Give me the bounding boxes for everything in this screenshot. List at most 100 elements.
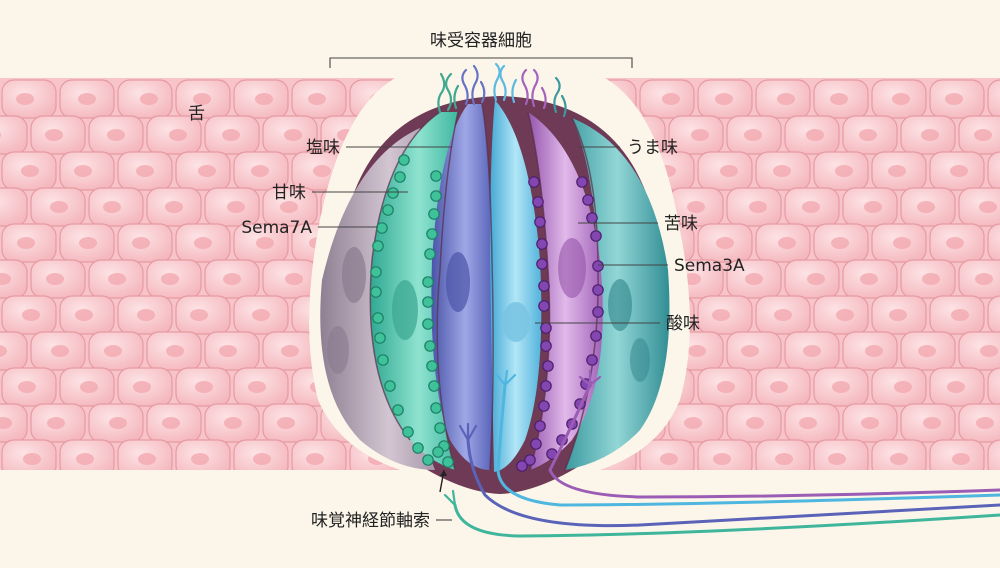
axon-arrowhead: [440, 470, 447, 476]
epithelial-cell-nucleus: [831, 237, 849, 249]
epithelial-cell-nucleus: [945, 93, 963, 105]
epithelial-cell-nucleus: [832, 381, 850, 393]
epithelial-cell-nucleus: [0, 417, 12, 429]
epithelial-cell-nucleus: [252, 309, 270, 321]
epithelial-cell-nucleus: [310, 381, 328, 393]
cell-nucleus: [446, 252, 470, 312]
epithelial-cell-nucleus: [78, 93, 96, 105]
epithelial-cell-nucleus: [285, 273, 303, 285]
epithelial-cell-nucleus: [108, 273, 126, 285]
sema7a-dot: [376, 222, 388, 234]
epithelial-cell-nucleus: [775, 453, 793, 465]
epithelial-cell-nucleus: [923, 417, 941, 429]
epithelial-cell-nucleus: [828, 453, 846, 465]
sema3a-dot: [528, 176, 540, 188]
sema7a-dot: [377, 354, 389, 366]
sema3a-dot: [540, 380, 552, 392]
sema3a-dot: [532, 196, 544, 208]
axon-purple: [548, 383, 1000, 499]
epithelial-cell-nucleus: [715, 93, 733, 105]
epithelial-cell-nucleus: [23, 453, 41, 465]
epithelial-cell-nucleus: [975, 273, 993, 285]
sema7a-dot: [370, 286, 382, 298]
epithelial-cell-nucleus: [746, 417, 764, 429]
epithelial-cell-nucleus: [865, 345, 883, 357]
sema7a-dot: [442, 456, 454, 468]
epithelial-cell-nucleus: [227, 201, 245, 213]
umami-label: うま味: [627, 138, 678, 158]
epithelial-cell: [600, 79, 637, 119]
epithelial-cell-nucleus: [103, 201, 121, 213]
epithelial-cell-nucleus: [688, 345, 706, 357]
sema3a-dot: [540, 322, 552, 334]
sema3a-dots: [516, 176, 604, 472]
sema3a-label: Sema3A: [674, 256, 745, 276]
sema3a-dot: [516, 460, 528, 472]
sema7a-dot: [424, 340, 436, 352]
sema3a-dot: [586, 354, 598, 366]
epithelial-cell: [0, 115, 28, 155]
epithelial-cell-nucleus: [255, 93, 273, 105]
sema3a-dot: [590, 330, 602, 342]
epithelial-cell-nucleus: [741, 345, 759, 357]
epithelial-cell-nucleus: [950, 165, 968, 177]
epithelial-cell: [987, 295, 1000, 335]
epithelial-cell-nucleus: [806, 129, 824, 141]
epithelial-cell-nucleus: [836, 309, 854, 321]
microvilli: [437, 62, 567, 118]
sema7a-dot: [422, 318, 434, 330]
epithelial-cell-nucleus: [687, 201, 705, 213]
sour-cell: [490, 100, 542, 472]
epithelial-cell-nucleus: [22, 309, 40, 321]
epithelial-cell-nucleus: [138, 453, 156, 465]
epithelial-cell-nucleus: [107, 129, 125, 141]
epithelial-cell: [0, 403, 28, 443]
epithelial-cell: [0, 259, 28, 299]
sema7a-dot: [384, 380, 396, 392]
epithelial-cell: [0, 187, 28, 227]
sema7a-dot: [382, 204, 394, 216]
tongue-label: 舌: [188, 104, 205, 124]
epithelial-cell-nucleus: [194, 237, 212, 249]
epithelial-cell-nucleus: [18, 381, 36, 393]
axon-blue: [466, 438, 1000, 528]
epithelial-cell-nucleus: [198, 165, 216, 177]
epithelial-cell-nucleus: [169, 129, 187, 141]
epithelial-cell-nucleus: [79, 237, 97, 249]
sour-label: 酸味: [666, 314, 700, 334]
epithelial-cell-nucleus: [684, 417, 702, 429]
epithelial-cell-nucleus: [16, 93, 34, 105]
sema3a-dot: [582, 194, 594, 206]
sema3a-dot: [538, 280, 550, 292]
epithelial-cell-nucleus: [720, 165, 738, 177]
sema7a-dot: [422, 454, 434, 466]
sema7a-dot: [387, 187, 399, 199]
epithelial-cell-nucleus: [193, 93, 211, 105]
sema7a-label: Sema7A: [241, 218, 312, 238]
epithelial-cell-nucleus: [308, 93, 326, 105]
epithelial-cell-nucleus: [802, 201, 820, 213]
sema7a-dot: [402, 426, 414, 438]
epithelial-cell-nucleus: [0, 273, 11, 285]
epithelial-cell-nucleus: [219, 345, 237, 357]
epithelial-cell-nucleus: [777, 93, 795, 105]
epithelial-cell-nucleus: [166, 345, 184, 357]
epithelial-cell-nucleus: [190, 309, 208, 321]
sema3a-dot: [586, 212, 598, 224]
epithelial-cell-nucleus: [76, 453, 94, 465]
epithelial-cell-nucleus: [277, 417, 295, 429]
epithelial-cell-nucleus: [191, 453, 209, 465]
epithelial-cell-nucleus: [74, 165, 92, 177]
cell-nucleus: [502, 302, 530, 342]
cell-nucleus: [327, 326, 349, 374]
epithelial-cell-nucleus: [803, 345, 821, 357]
sema7a-dot: [422, 276, 434, 288]
epithelial-cell-nucleus: [861, 417, 879, 429]
epithelial-cell-nucleus: [136, 165, 154, 177]
epithelial-cell-nucleus: [946, 237, 964, 249]
gustatory-axons: [443, 369, 1000, 538]
epithelial-cell-nucleus: [774, 309, 792, 321]
epithelial-cell-nucleus: [660, 453, 678, 465]
epithelial-cell-nucleus: [947, 381, 965, 393]
